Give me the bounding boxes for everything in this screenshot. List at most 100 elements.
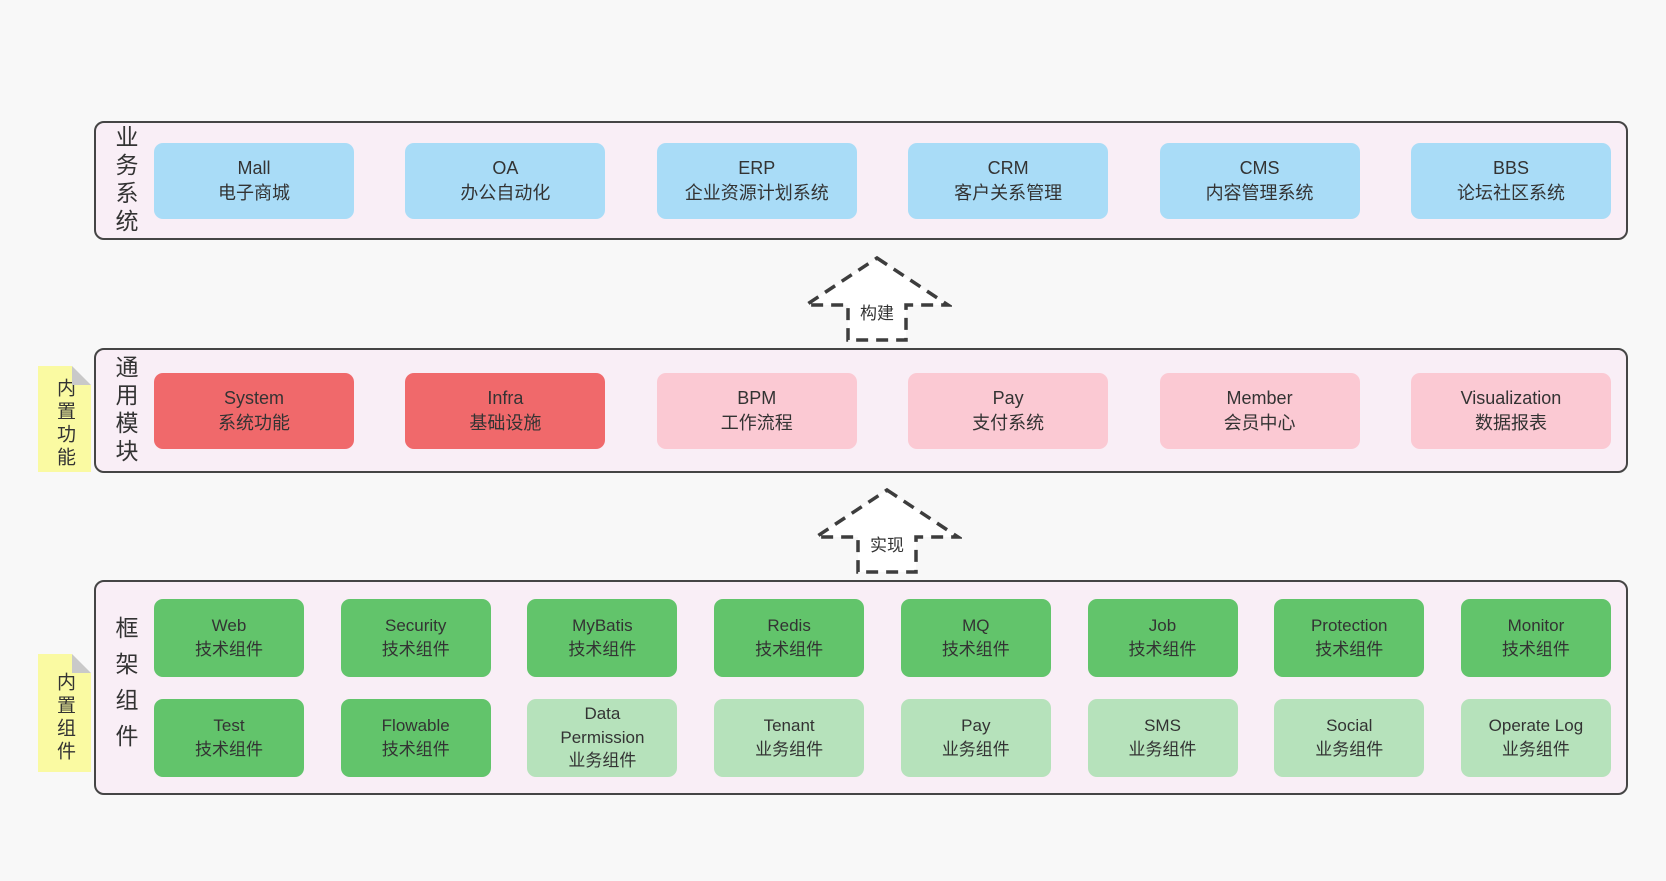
node-name: ERP — [738, 157, 776, 178]
sticky-built-in-features: 内置功能 — [38, 366, 91, 472]
node-pay-component: Pay 业务组件 — [900, 698, 1051, 777]
node-data-permission: Data Permission 业务组件 — [527, 698, 678, 777]
node-mall: Mall 电子商城 — [154, 142, 354, 219]
components-row-2: Test 技术组件 Flowable 技术组件 Data Permission … — [154, 698, 1611, 777]
node-name: Test — [213, 716, 245, 736]
node-protection: Protection 技术组件 — [1274, 598, 1425, 677]
node-desc: 技术组件 — [195, 639, 263, 659]
node-desc: 基础设施 — [469, 412, 542, 433]
node-mybatis: MyBatis 技术组件 — [527, 598, 678, 677]
components-row-1: Web 技术组件 Security 技术组件 MyBatis 技术组件 Redi… — [154, 598, 1611, 677]
node-desc: 内容管理系统 — [1205, 182, 1314, 203]
node-mq: MQ 技术组件 — [900, 598, 1051, 677]
node-system: System 系统功能 — [154, 372, 354, 449]
section-business-label: 业务系统 — [112, 124, 138, 237]
section-business-systems: 业务系统 Mall 电子商城 OA 办公自动化 ERP 企业资源计划系统 CRM… — [94, 121, 1628, 240]
node-desc: 技术组件 — [381, 639, 450, 659]
node-sms: SMS 业务组件 — [1087, 698, 1238, 777]
arrow-implement: 实现 — [812, 487, 962, 575]
node-name: MQ — [962, 616, 990, 636]
arrow-build: 构建 — [802, 255, 952, 343]
node-desc: 电子商城 — [218, 182, 290, 203]
node-desc: 业务组件 — [568, 751, 637, 771]
node-desc: 技术组件 — [941, 639, 1010, 659]
node-desc: 业务组件 — [941, 739, 1010, 759]
node-erp: ERP 企业资源计划系统 — [656, 142, 857, 219]
node-name: BPM — [737, 387, 777, 408]
node-desc: 业务组件 — [1128, 739, 1197, 759]
node-job: Job 技术组件 — [1087, 598, 1238, 677]
node-name: Redis — [767, 616, 811, 636]
node-name: Operate Log — [1488, 716, 1584, 736]
node-desc: 会员中心 — [1223, 412, 1296, 433]
node-name: Protection — [1310, 616, 1388, 636]
modules-row: System 系统功能 Infra 基础设施 BPM 工作流程 Pay 支付系统… — [154, 372, 1611, 449]
node-name: Monitor — [1507, 616, 1565, 636]
node-visualization: Visualization 数据报表 — [1410, 372, 1611, 449]
node-desc: 工作流程 — [720, 412, 793, 433]
node-desc: 技术组件 — [1501, 639, 1570, 659]
node-desc: 业务组件 — [1501, 739, 1570, 759]
node-operate-log: Operate Log 业务组件 — [1460, 698, 1611, 777]
node-name: Security — [384, 616, 447, 636]
sticky-built-in-components: 内置组件 — [38, 654, 91, 772]
node-infra: Infra 基础设施 — [405, 372, 606, 449]
node-name: Infra — [487, 387, 524, 408]
node-desc: 技术组件 — [755, 639, 824, 659]
node-name: Job — [1148, 616, 1177, 636]
node-name: Pay — [961, 716, 991, 736]
node-desc: 办公自动化 — [460, 182, 551, 203]
arrow-implement-label: 实现 — [867, 531, 907, 556]
node-bpm: BPM 工作流程 — [656, 372, 857, 449]
node-name: Member — [1226, 387, 1293, 408]
node-bbs: BBS 论坛社区系统 — [1410, 142, 1611, 219]
node-name: CRM — [987, 157, 1029, 178]
node-member: Member 会员中心 — [1159, 372, 1360, 449]
node-desc: 业务组件 — [755, 739, 824, 759]
node-name: Visualization — [1460, 387, 1562, 408]
node-name: CMS — [1239, 157, 1280, 178]
node-redis: Redis 技术组件 — [714, 598, 865, 677]
node-name: MyBatis — [572, 616, 633, 636]
node-monitor: Monitor 技术组件 — [1460, 598, 1611, 677]
node-name: Tenant — [763, 716, 815, 736]
section-framework-components: 框架组件 Web 技术组件 Security 技术组件 MyBatis 技术组件… — [94, 580, 1628, 795]
sticky-built-in-features-label: 内置功能 — [54, 378, 75, 470]
node-name: Pay — [992, 387, 1024, 408]
node-name: System — [223, 387, 284, 408]
node-desc: 客户关系管理 — [954, 182, 1063, 203]
node-name: Web — [211, 616, 247, 636]
node-name: Data Permission — [560, 704, 645, 747]
node-pay: Pay 支付系统 — [908, 372, 1109, 449]
section-modules-label: 通用模块 — [112, 354, 138, 467]
node-desc: 企业资源计划系统 — [684, 182, 829, 203]
node-desc: 系统功能 — [218, 412, 290, 433]
node-desc: 技术组件 — [381, 739, 450, 759]
node-desc: 技术组件 — [1128, 639, 1197, 659]
node-name: SMS — [1144, 716, 1181, 736]
node-crm: CRM 客户关系管理 — [908, 142, 1109, 219]
node-name: Flowable — [381, 716, 450, 736]
node-desc: 支付系统 — [972, 412, 1045, 433]
node-test: Test 技术组件 — [154, 698, 304, 777]
section-common-modules: 通用模块 System 系统功能 Infra 基础设施 BPM 工作流程 Pay… — [94, 348, 1628, 473]
node-oa: OA 办公自动化 — [405, 142, 606, 219]
node-cms: CMS 内容管理系统 — [1159, 142, 1360, 219]
node-tenant: Tenant 业务组件 — [714, 698, 865, 777]
section-components-label: 框架组件 — [112, 615, 138, 760]
node-desc: 技术组件 — [568, 639, 637, 659]
arrow-build-label: 构建 — [857, 299, 897, 324]
node-social: Social 业务组件 — [1274, 698, 1425, 777]
node-desc: 数据报表 — [1474, 412, 1547, 433]
node-desc: 技术组件 — [1315, 639, 1384, 659]
node-web: Web 技术组件 — [154, 598, 304, 677]
node-name: Mall — [237, 157, 271, 178]
node-desc: 论坛社区系统 — [1456, 182, 1565, 203]
node-flowable: Flowable 技术组件 — [340, 698, 491, 777]
sticky-built-in-components-label: 内置组件 — [54, 672, 75, 764]
node-name: BBS — [1492, 157, 1529, 178]
node-desc: 技术组件 — [195, 739, 263, 759]
node-name: OA — [492, 157, 519, 178]
business-row: Mall 电子商城 OA 办公自动化 ERP 企业资源计划系统 CRM 客户关系… — [154, 142, 1611, 219]
node-desc: 业务组件 — [1315, 739, 1384, 759]
